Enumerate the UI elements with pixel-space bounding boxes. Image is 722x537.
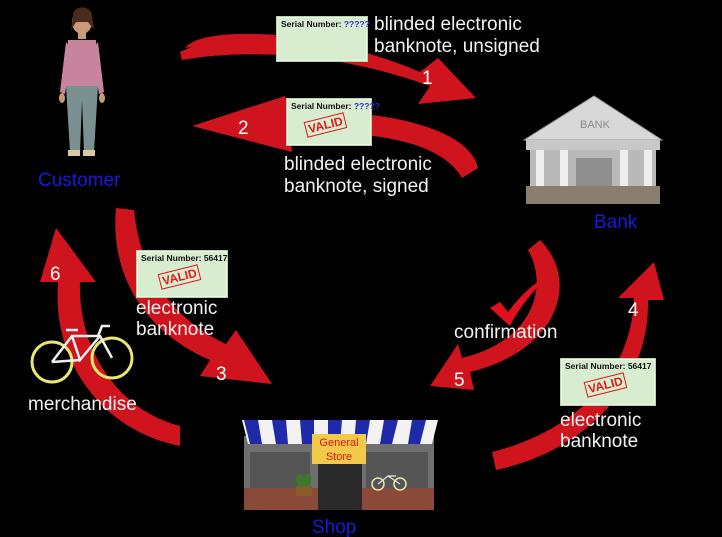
- caption-step-2-line1: blinded electronic: [284, 154, 432, 175]
- valid-stamp: VALID: [157, 264, 202, 290]
- step-6-number: 6: [50, 264, 61, 285]
- serial-number: Serial Number: 56417: [141, 253, 228, 263]
- node-bank-label: Bank: [594, 212, 638, 233]
- caption-step-3-line2: banknote: [136, 319, 215, 340]
- bank-sign: BANK: [580, 119, 611, 131]
- valid-stamp: VALID: [303, 112, 348, 138]
- caption-step-4-line1: electronic: [560, 410, 642, 431]
- caption-step-4-line2: banknote: [560, 431, 639, 452]
- customer-icon: [59, 7, 105, 156]
- caption-confirmation: confirmation: [454, 322, 558, 343]
- banknote-signed: Serial Number: ????? VALID: [286, 98, 380, 146]
- serial-label: Serial Number:: [291, 101, 352, 111]
- bank-icon: BANK: [522, 95, 664, 204]
- caption-step-1-line1: blinded electronic: [374, 14, 522, 35]
- check-mark-icon: [490, 276, 548, 326]
- step-1-number: 1: [422, 68, 433, 89]
- banknote-unsigned: Serial Number: ?????: [276, 16, 370, 62]
- caption-merchandise: merchandise: [28, 394, 137, 415]
- arrow-1-body: [180, 36, 476, 104]
- serial-number: Serial Number: ?????: [291, 101, 380, 111]
- step-4-number: 4: [628, 300, 639, 321]
- store-sign-line2: Store: [326, 451, 352, 463]
- serial-label: Serial Number:: [281, 19, 342, 29]
- valid-stamp: VALID: [583, 372, 628, 398]
- bicycle-icon: [30, 324, 134, 384]
- arrow-2: [192, 96, 478, 178]
- shop-icon: General Store: [242, 420, 438, 510]
- step-3-number: 3: [216, 364, 227, 385]
- arrow-6: [40, 228, 180, 446]
- caption-step-1-line2: banknote, unsigned: [374, 36, 540, 57]
- step-5-number: 5: [454, 370, 465, 391]
- serial-value: ?????: [353, 101, 380, 111]
- banknote-electronic-customer: Serial Number: 56417 VALID: [136, 250, 228, 298]
- serial-value: ?????: [343, 19, 370, 29]
- serial-number: Serial Number: ?????: [281, 19, 370, 29]
- node-customer-label: Customer: [38, 170, 121, 191]
- serial-number: Serial Number: 56417: [565, 361, 652, 371]
- caption-step-2-line2: banknote, signed: [284, 176, 429, 197]
- caption-step-3-line1: electronic: [136, 298, 218, 319]
- step-2-number: 2: [238, 118, 249, 139]
- arrow-5: [430, 240, 560, 390]
- banknote-electronic-shop: Serial Number: 56417 VALID: [560, 358, 656, 406]
- node-shop-label: Shop: [312, 517, 357, 537]
- arrow-3: [115, 208, 273, 384]
- store-sign-line1: General: [319, 437, 358, 449]
